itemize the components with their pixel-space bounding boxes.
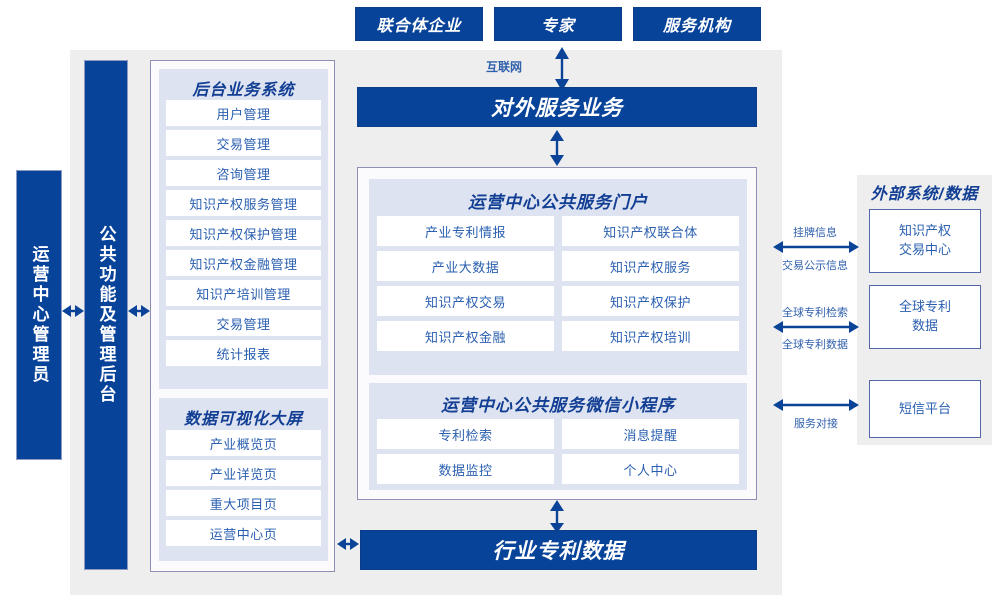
connector-label-transaction-public-info: 交易公示信息 [782,260,848,272]
group-wechat-miniprogram: 运营中心公共服务微信小程序 专利检索 消息提醒 数据监控 个人中心 [369,383,747,490]
miniprogram-item-1-0[interactable]: 数据监控 [377,454,554,484]
external-service-banner: 对外服务业务 [357,87,757,127]
arrow-admin-to-backend [62,305,84,317]
top-actor-label-1: 专家 [540,18,575,35]
portal-item-1-0[interactable]: 产业大数据 [377,251,554,281]
top-actor-box-2: 服务机构 [633,7,761,41]
top-actor-label-2: 服务机构 [662,18,731,35]
backend-item-7[interactable]: 交易管理 [166,310,321,336]
external-item-ip-exchange-center[interactable]: 知识产权 交易中心 [869,209,981,273]
arrow-backend-to-business-panel [128,305,150,317]
arrow-to-ip-exchange-center [773,241,859,253]
group-data-visualization-screen: 数据可视化大屏 产业概览页 产业详览页 重大项目页 运营中心页 [159,398,328,561]
industry-patent-data-banner: 行业专利数据 [360,530,757,570]
top-actor-box-0: 联合体企业 [355,7,483,41]
connector-label-internet: 互联网 [485,60,522,74]
arrow-backend-to-industry-data [337,538,359,550]
top-actor-label-0: 联合体企业 [376,18,462,35]
visualization-item-1[interactable]: 产业详览页 [166,460,321,486]
group-backend-business-system: 后台业务系统 用户管理 交易管理 咨询管理 知识产权服务管理 知识产权保护管理 … [159,69,328,389]
external-item-0-line2: 交易中心 [898,242,951,257]
connector-label-global-patent-data: 全球专利数据 [782,339,848,351]
connector-label-service-docking: 服务对接 [794,418,838,430]
pillar-public-function-admin-backend: 公共功能及管理后台 [84,60,128,570]
visualization-item-0[interactable]: 产业概览页 [166,430,321,456]
portal-item-3-0[interactable]: 知识产权金融 [377,321,554,351]
external-item-0-line1: 知识产权 [898,223,951,239]
miniprogram-item-0-0[interactable]: 专利检索 [377,419,554,449]
portal-item-0-1[interactable]: 知识产权联合体 [562,216,739,246]
backend-item-3[interactable]: 知识产权服务管理 [166,190,321,216]
connector-label-listing-info: 挂牌信息 [793,227,837,239]
arrow-service-to-portal [550,130,564,166]
center-group-title-1: 运营中心公共服务微信小程序 [441,396,675,415]
backend-item-0[interactable]: 用户管理 [166,100,321,126]
miniprogram-item-1-1[interactable]: 个人中心 [562,454,739,484]
portal-item-0-0[interactable]: 产业专利情报 [377,216,554,246]
external-item-global-patent-data[interactable]: 全球专利 数据 [869,285,981,349]
external-item-2-line1: 短信平台 [898,400,951,416]
external-item-sms-platform[interactable]: 短信平台 [869,380,981,438]
arrow-portal-to-industry-data [550,500,564,533]
backend-item-8[interactable]: 统计报表 [166,340,321,366]
external-item-1-line2: 数据 [911,318,938,333]
portal-item-2-1[interactable]: 知识产权保护 [562,286,739,316]
miniprogram-item-0-1[interactable]: 消息提醒 [562,419,739,449]
pillar-label-0: 运营中心管理员 [29,245,49,385]
backend-item-6[interactable]: 知识产培训管理 [166,280,321,306]
portal-item-3-1[interactable]: 知识产权培训 [562,321,739,351]
backend-business-panel: 后台业务系统 用户管理 交易管理 咨询管理 知识产权服务管理 知识产权保护管理 … [150,60,335,572]
center-group-title-0: 运营中心公共服务门户 [468,193,648,212]
pillar-label-1: 公共功能及管理后台 [96,225,116,405]
visualization-item-2[interactable]: 重大项目页 [166,490,321,516]
group-title-0: 后台业务系统 [192,82,295,99]
portal-item-2-0[interactable]: 知识产权交易 [377,286,554,316]
backend-item-2[interactable]: 咨询管理 [166,160,321,186]
arrow-internet-vertical [555,47,569,91]
visualization-item-3[interactable]: 运营中心页 [166,520,321,546]
backend-item-4[interactable]: 知识产权保护管理 [166,220,321,246]
external-service-label: 对外服务业务 [491,97,623,120]
pillar-operation-center-admin: 运营中心管理员 [16,170,62,460]
industry-patent-data-label: 行业专利数据 [492,540,625,563]
top-actor-box-1: 专家 [494,7,622,41]
arrow-to-global-patent-data [773,321,859,333]
backend-item-5[interactable]: 知识产权金融管理 [166,250,321,276]
group-title-1: 数据可视化大屏 [183,411,303,428]
external-systems-title: 外部系统/数据 [870,186,979,203]
group-public-service-portal: 运营中心公共服务门户 产业专利情报 知识产权联合体 产业大数据 知识产权服务 知… [369,179,747,375]
external-item-1-line1: 全球专利 [898,299,951,315]
portal-item-1-1[interactable]: 知识产权服务 [562,251,739,281]
center-services-panel: 运营中心公共服务门户 产业专利情报 知识产权联合体 产业大数据 知识产权服务 知… [357,167,757,500]
arrow-to-sms-platform [773,399,859,411]
connector-label-global-patent-search: 全球专利检索 [782,307,848,319]
backend-item-1[interactable]: 交易管理 [166,130,321,156]
